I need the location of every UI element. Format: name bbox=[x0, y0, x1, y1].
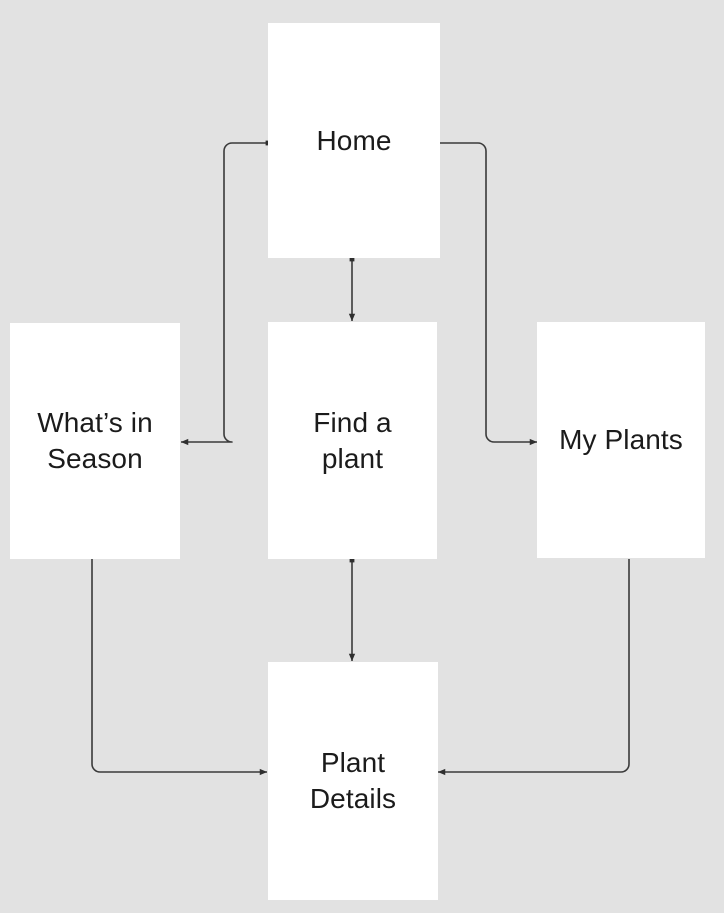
node-whats-in-season-label: What’s in Season bbox=[37, 407, 153, 474]
node-find-a-plant[interactable]: Find a plant bbox=[268, 322, 437, 559]
node-my-plants[interactable]: My Plants bbox=[537, 322, 705, 558]
node-home-label: Home bbox=[316, 124, 392, 156]
node-whats-in-season[interactable]: What’s in Season bbox=[10, 323, 180, 559]
node-my-plants-label: My Plants bbox=[559, 424, 683, 456]
edge-myplants-to-details bbox=[437, 559, 630, 776]
edge-home-to-season bbox=[180, 142, 268, 446]
node-plant-details[interactable]: Plant Details bbox=[268, 662, 438, 900]
node-find-a-plant-label: Find a plant bbox=[313, 406, 392, 474]
edge-season-to-details bbox=[91, 559, 268, 776]
edge-home-to-myplants bbox=[437, 142, 538, 446]
node-home[interactable]: Home bbox=[268, 23, 440, 258]
node-plant-details-label: Plant Details bbox=[309, 747, 397, 814]
